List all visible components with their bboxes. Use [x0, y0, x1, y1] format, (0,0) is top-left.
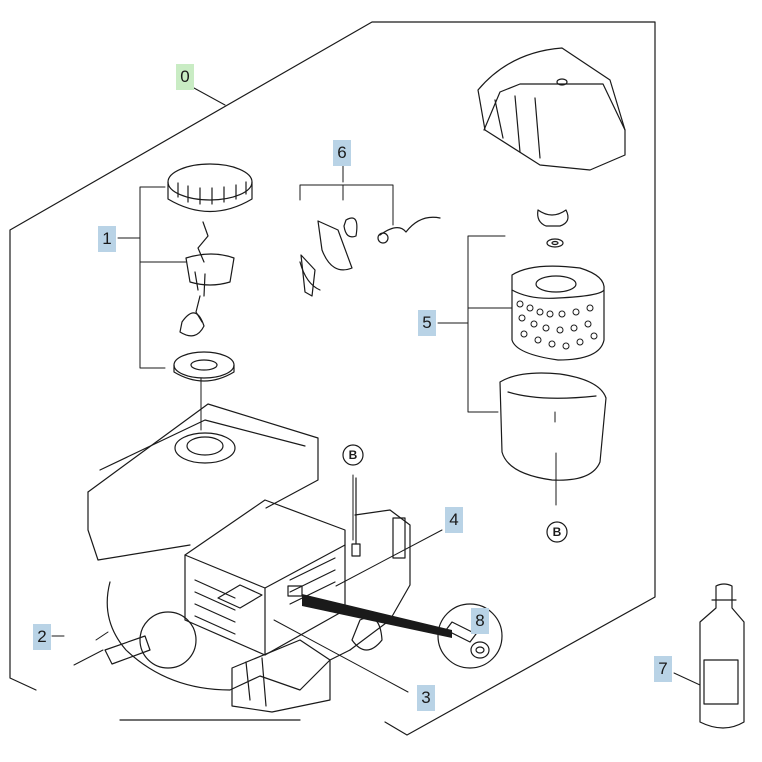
muffler-guard-icon: [184, 499, 346, 656]
foam-prefilter-icon: [499, 372, 607, 481]
reference-mark-b-bottom: B: [546, 521, 568, 543]
reference-mark-b-top: B: [342, 444, 364, 466]
callout-6[interactable]: 6: [333, 140, 351, 166]
callout-4[interactable]: 4: [445, 507, 463, 533]
air-filter-cover-icon: [477, 47, 626, 171]
reference-mark-b-bottom-label: B: [553, 525, 562, 539]
air-filter-element-icon: [511, 265, 605, 361]
callout-2[interactable]: 2: [33, 624, 51, 650]
filter-perforations: [516, 300, 598, 350]
oil-bottle-icon: [699, 583, 745, 729]
callout-7[interactable]: 7: [654, 656, 672, 682]
kit-boundary-outline: [9, 21, 656, 736]
callout-5[interactable]: 5: [418, 310, 436, 336]
reference-mark-b-top-label: B: [349, 448, 358, 462]
fuel-strainer-icon: [179, 253, 235, 337]
callout-0[interactable]: 0: [176, 64, 194, 90]
fuel-cap-icon: [167, 163, 253, 263]
wing-nut-icon: [537, 209, 569, 248]
callout-3[interactable]: 3: [417, 685, 435, 711]
leader-lines: [51, 87, 701, 693]
callout-1[interactable]: 1: [98, 226, 116, 252]
fuel-cap-gasket-icon: [173, 351, 235, 382]
recoil-parts-icon: [299, 216, 441, 297]
bolt-detail-icon: [302, 594, 503, 669]
callout-8[interactable]: 8: [471, 608, 489, 634]
